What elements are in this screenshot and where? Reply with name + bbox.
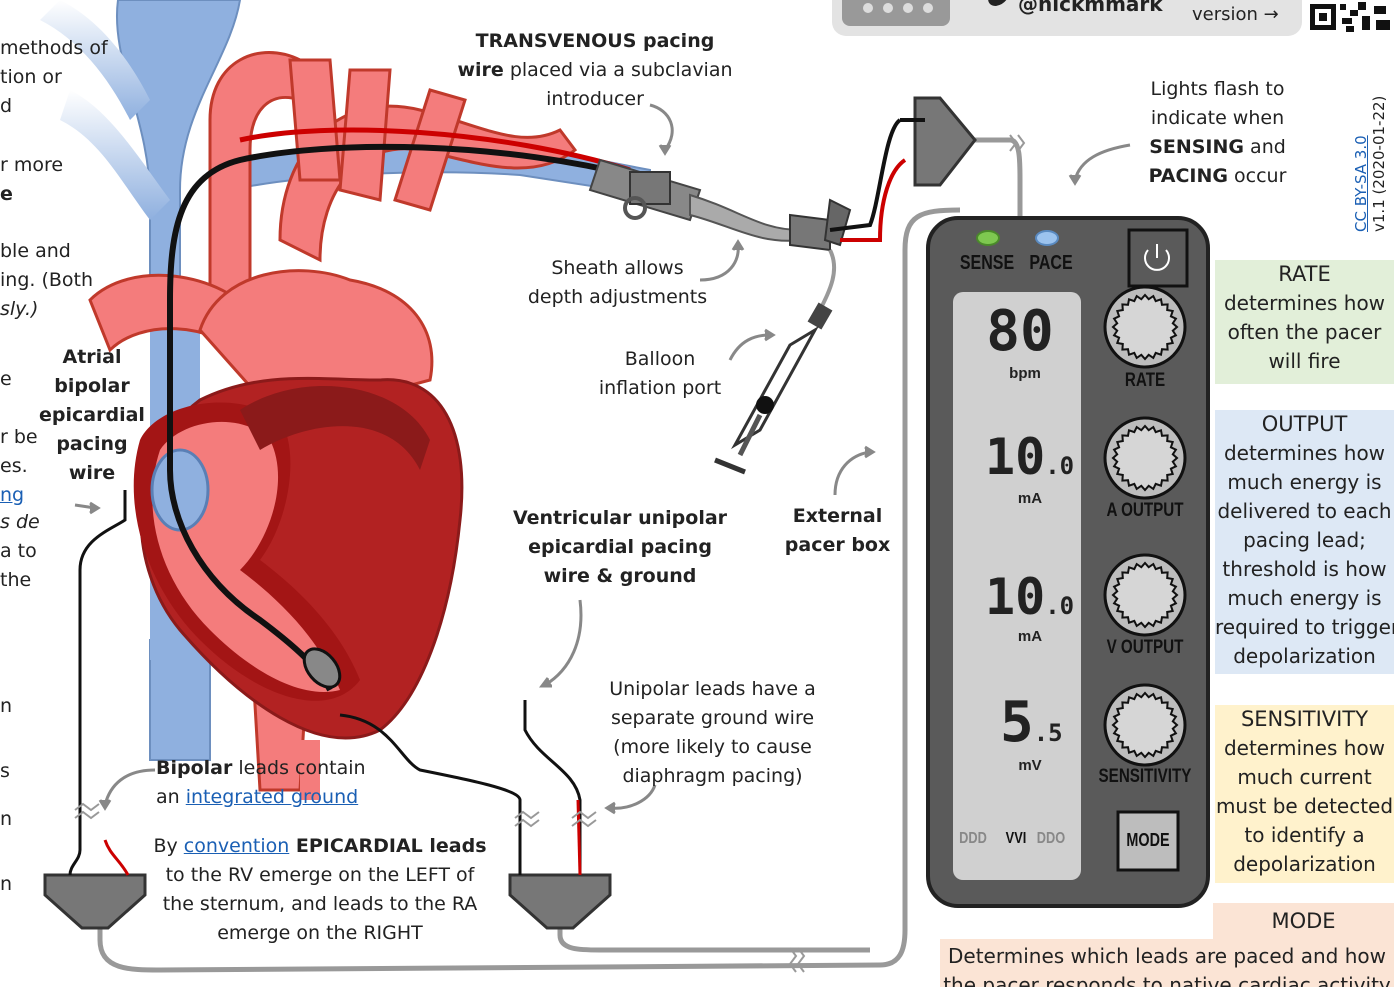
rate-display: 80 xyxy=(975,300,1065,364)
left-text-9: e xyxy=(0,365,12,394)
left-text-14: a to xyxy=(0,537,37,566)
sensitivity-knob-grip xyxy=(1113,693,1177,757)
a-output-display: 10.0 xyxy=(985,428,1074,486)
sensitivity-display: 5.5 xyxy=(1000,690,1063,755)
v-output-knob-grip xyxy=(1113,563,1177,627)
sens-line: to identify a xyxy=(1215,821,1394,850)
left-text-13: s de xyxy=(0,508,40,537)
output-line: delivered to each xyxy=(1215,497,1394,526)
output-line: much energy is xyxy=(1215,468,1394,497)
bipolar-label: Bipolar leads contain an integrated grou… xyxy=(156,754,366,812)
output-line: required to trigger xyxy=(1215,613,1394,642)
convention-label: By convention EPICARDIAL leads to the RV… xyxy=(145,832,495,948)
mode-info-title-box: MODE xyxy=(1213,903,1394,939)
a-output-knob-label: A OUTPUT xyxy=(1097,500,1193,522)
sheath xyxy=(590,160,850,250)
output-line: much energy is xyxy=(1215,584,1394,613)
sensitivity-knob-label: SENSITIVITY xyxy=(1089,766,1201,788)
mode-box-title: MODE xyxy=(1213,903,1394,939)
transvenous-label: TRANSVENOUS pacing wire placed via a sub… xyxy=(440,27,750,114)
left-text-1: methods of xyxy=(0,34,108,63)
left-text-4: r more xyxy=(0,151,63,180)
output-info-box: OUTPUT determines how much energy is del… xyxy=(1215,410,1394,674)
left-text-18: n xyxy=(0,805,12,834)
sensitivity-unit: mV xyxy=(1000,757,1060,774)
output-line: pacing lead; xyxy=(1215,526,1394,555)
twitter-handle[interactable]: @nickmmark xyxy=(1018,0,1163,19)
left-text-6: ble and xyxy=(0,237,71,266)
sens-line: determines how xyxy=(1215,734,1394,763)
mode-button-label: MODE xyxy=(1124,830,1172,851)
integrated-ground-link[interactable]: integrated ground xyxy=(186,786,358,808)
sensitivity-info-box: SENSITIVITY determines how much current … xyxy=(1215,705,1394,883)
left-text-15: the xyxy=(0,566,31,595)
left-text-19: n xyxy=(0,870,12,899)
mode-info-box: Determines which leads are paced and how… xyxy=(940,939,1394,987)
v-output-unit: mA xyxy=(1000,628,1060,645)
mode-ddd: DDD xyxy=(959,830,988,848)
version-link[interactable]: version → xyxy=(1192,0,1279,29)
sense-label: SENSE xyxy=(959,252,1015,275)
left-text-10: r be xyxy=(0,423,38,452)
output-line: depolarization xyxy=(1215,642,1394,671)
rate-box-title: RATE xyxy=(1215,260,1394,289)
v-output-knob-label: V OUTPUT xyxy=(1097,637,1193,659)
left-text-3: d xyxy=(0,92,12,121)
rate-info-box: RATE determines how often the pacer will… xyxy=(1215,260,1394,384)
left-text-11: es. xyxy=(0,452,28,481)
left-text-16: n xyxy=(0,692,12,721)
left-text-2: tion or xyxy=(0,63,62,92)
pace-led xyxy=(1036,231,1058,245)
sens-line: depolarization xyxy=(1215,850,1394,879)
rate-unit: bpm xyxy=(995,365,1055,382)
sens-box-title: SENSITIVITY xyxy=(1215,705,1394,734)
rate-line: determines how xyxy=(1215,289,1394,318)
rate-knob-grip xyxy=(1113,295,1177,359)
rate-line: often the pacer xyxy=(1215,318,1394,347)
output-box-title: OUTPUT xyxy=(1215,410,1394,439)
left-text-17: s xyxy=(0,757,10,786)
license-block: CC BY-SA 3.0 v1.1 (2020-01-22) xyxy=(1352,96,1388,232)
left-text-8: sly.) xyxy=(0,295,38,324)
left-text-7: ing. (Both xyxy=(0,266,93,295)
mode-line: Determines which leads are paced and how xyxy=(940,939,1394,971)
convention-link[interactable]: convention xyxy=(184,835,289,857)
a-output-unit: mA xyxy=(1000,490,1060,507)
version-date: v1.1 (2020-01-22) xyxy=(1370,96,1388,232)
mode-ddo: DDO xyxy=(1037,830,1066,848)
rate-line: will fire xyxy=(1215,347,1394,376)
sens-line: much current xyxy=(1215,763,1394,792)
qr-code xyxy=(1308,0,1394,34)
output-line: threshold is how xyxy=(1215,555,1394,584)
left-link-text[interactable]: ng xyxy=(0,481,24,510)
pace-label: PACE xyxy=(1023,252,1079,275)
left-text-5: e xyxy=(0,180,13,209)
cc-license-link[interactable]: CC BY-SA 3.0 xyxy=(1352,135,1370,232)
v-output-display: 10.0 xyxy=(985,568,1074,626)
mode-line: the pacer responds to native cardiac act… xyxy=(940,971,1394,987)
a-output-knob-grip xyxy=(1113,426,1177,490)
output-line: determines how xyxy=(1215,439,1394,468)
sens-line: must be detected xyxy=(1215,792,1394,821)
rate-knob-label: RATE xyxy=(1105,370,1185,392)
sense-led xyxy=(977,231,999,245)
mode-vvi: VVI xyxy=(1002,830,1031,848)
